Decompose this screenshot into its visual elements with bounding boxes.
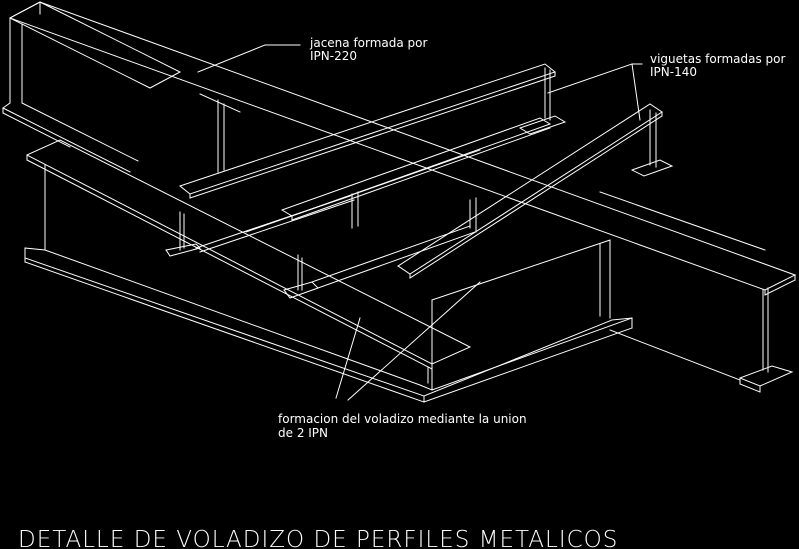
label-jacena-line2: IPN-220: [310, 49, 357, 63]
label-voladizo-line2: de 2 IPN: [278, 426, 328, 440]
label-voladizo-line1: formacion del voladizo mediante la union: [278, 412, 527, 426]
leader-jacena: [197, 44, 301, 73]
label-viguetas-line1: viguetas formadas por: [650, 52, 785, 66]
cantilever-box: [24, 139, 633, 403]
joist-4: [245, 149, 481, 299]
joist-2: [165, 117, 552, 257]
central-web-lines: [199, 93, 241, 173]
leader-viguetas: [547, 63, 643, 121]
label-jacena-line1: jacena formada por: [309, 36, 428, 50]
label-viguetas-line2: IPN-140: [650, 65, 697, 79]
main-girder: [9, 1, 797, 393]
joist-3: [397, 103, 674, 279]
back-left-girder: [2, 1, 182, 173]
leader-voladizo: [335, 281, 481, 401]
drawing-title: DETALLE DE VOLADIZO DE PERFILES METALICO…: [18, 527, 618, 549]
